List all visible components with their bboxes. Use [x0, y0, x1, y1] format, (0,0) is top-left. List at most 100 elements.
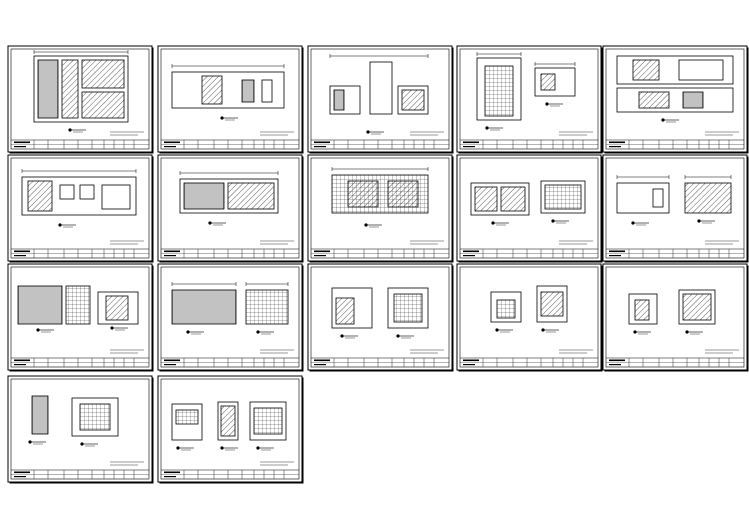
title-block-logo-mark	[314, 146, 326, 148]
drawing-sheet[interactable]	[602, 154, 749, 263]
drawing-panel	[261, 79, 273, 103]
title-block	[11, 357, 149, 367]
drawing-elevation-wide-stair	[171, 64, 285, 121]
drawing-panel	[484, 65, 514, 117]
drawing-panel	[474, 186, 498, 212]
drawing-elevation-door-and-side	[476, 52, 576, 131]
drawing-elevation-upper-lower	[616, 55, 734, 123]
drawing-panel	[97, 291, 139, 325]
drawing-panel	[59, 184, 75, 200]
drawing-sheet[interactable]	[456, 45, 603, 154]
drawing-elevation-three-small	[171, 401, 287, 451]
title-block-logo-mark	[609, 255, 621, 257]
view-marker-dot	[685, 330, 689, 334]
drawing-sheet[interactable]	[602, 45, 749, 154]
drawing-sheet[interactable]	[307, 263, 454, 372]
drawing-elevation-pair-small	[331, 287, 429, 339]
view-marker-dot	[58, 223, 62, 227]
drawing-panel	[500, 186, 526, 212]
sheet-border	[160, 48, 300, 150]
title-block-logo-mark	[314, 250, 330, 253]
drawing-panel	[684, 182, 732, 214]
view-marker-dot	[186, 330, 190, 334]
drawing-panel	[217, 401, 239, 441]
view-marker-dot	[28, 440, 32, 444]
view-marker-dot	[541, 328, 545, 332]
drawing-elevation-pair-grid	[17, 285, 139, 333]
drawing-panel	[369, 61, 393, 115]
sheet-border	[160, 157, 300, 259]
drawing-elevation-wide-arches	[179, 171, 279, 226]
title-block-logo-mark	[14, 364, 26, 366]
drawing-panel	[534, 67, 576, 97]
view-marker-dot	[396, 334, 400, 338]
title-block	[311, 357, 449, 367]
drawing-panel	[496, 299, 516, 319]
drawing-sheet[interactable]	[157, 375, 304, 484]
drawing-sheet[interactable]	[456, 154, 603, 263]
drawing-sheet[interactable]	[307, 154, 454, 263]
drawing-panel	[540, 180, 586, 214]
drawing-sheet[interactable]	[456, 263, 603, 372]
drawing-panel	[347, 180, 379, 208]
drawing-sheet[interactable]	[157, 154, 304, 263]
drawing-elevation-pair-square-hatched	[628, 289, 716, 335]
drawing-panel	[333, 89, 345, 111]
title-block	[161, 248, 299, 258]
drawing-panel	[17, 285, 63, 325]
title-block-logo-mark	[463, 359, 479, 362]
view-marker-dot	[68, 128, 72, 132]
drawing-sheet[interactable]	[602, 263, 749, 372]
drawing-panel	[329, 85, 361, 115]
title-block-logo-mark	[164, 364, 176, 366]
title-block	[161, 469, 299, 479]
drawing-panel	[81, 91, 125, 119]
sheet-frame	[602, 45, 748, 153]
sheet-border	[605, 157, 745, 259]
view-marker-dot	[220, 116, 224, 120]
title-block-logo-mark	[14, 471, 30, 474]
drawing-sheet[interactable]	[7, 45, 154, 154]
sheet-border	[459, 266, 599, 368]
sheet-frame	[456, 263, 602, 371]
sheet-border	[10, 157, 150, 259]
drawing-sheet[interactable]	[157, 263, 304, 372]
drawing-panel	[540, 291, 564, 317]
view-marker-dot	[208, 221, 212, 225]
drawing-panel	[220, 405, 236, 437]
drawing-panel	[79, 184, 95, 200]
drawing-panel	[61, 59, 79, 119]
title-block	[460, 139, 598, 149]
sheet-border	[310, 266, 450, 368]
drawing-sheet[interactable]	[307, 45, 454, 154]
drawing-panel	[249, 401, 287, 441]
drawing-panel	[628, 293, 658, 325]
drawing-panel	[81, 59, 125, 89]
drawing-panel	[387, 287, 429, 329]
drawing-sheet[interactable]	[7, 154, 154, 263]
drawing-sheet[interactable]	[7, 375, 154, 484]
drawing-panel	[201, 75, 223, 105]
drawing-elevation-tall-hatched	[33, 50, 129, 133]
view-marker-dot	[256, 446, 260, 450]
drawing-sheet[interactable]	[7, 263, 154, 372]
title-block	[460, 248, 598, 258]
sheet-frame	[157, 45, 303, 153]
drawing-panel	[71, 397, 119, 437]
title-block	[161, 357, 299, 367]
title-block-logo-mark	[609, 250, 625, 253]
title-block-logo-mark	[14, 255, 26, 257]
title-block	[311, 139, 449, 149]
drawing-panel	[616, 87, 734, 113]
drawing-elevation-tile-grid	[331, 167, 429, 228]
drawing-panel	[682, 293, 712, 321]
drawing-sheet[interactable]	[157, 45, 304, 154]
view-marker-dot	[631, 221, 635, 225]
title-block-logo-mark	[463, 141, 479, 144]
title-block-logo-mark	[463, 146, 475, 148]
drawing-elevation-wide-panels	[21, 169, 137, 228]
drawing-panel	[490, 291, 522, 323]
view-marker-dot	[545, 102, 549, 106]
view-marker-dot	[366, 130, 370, 134]
